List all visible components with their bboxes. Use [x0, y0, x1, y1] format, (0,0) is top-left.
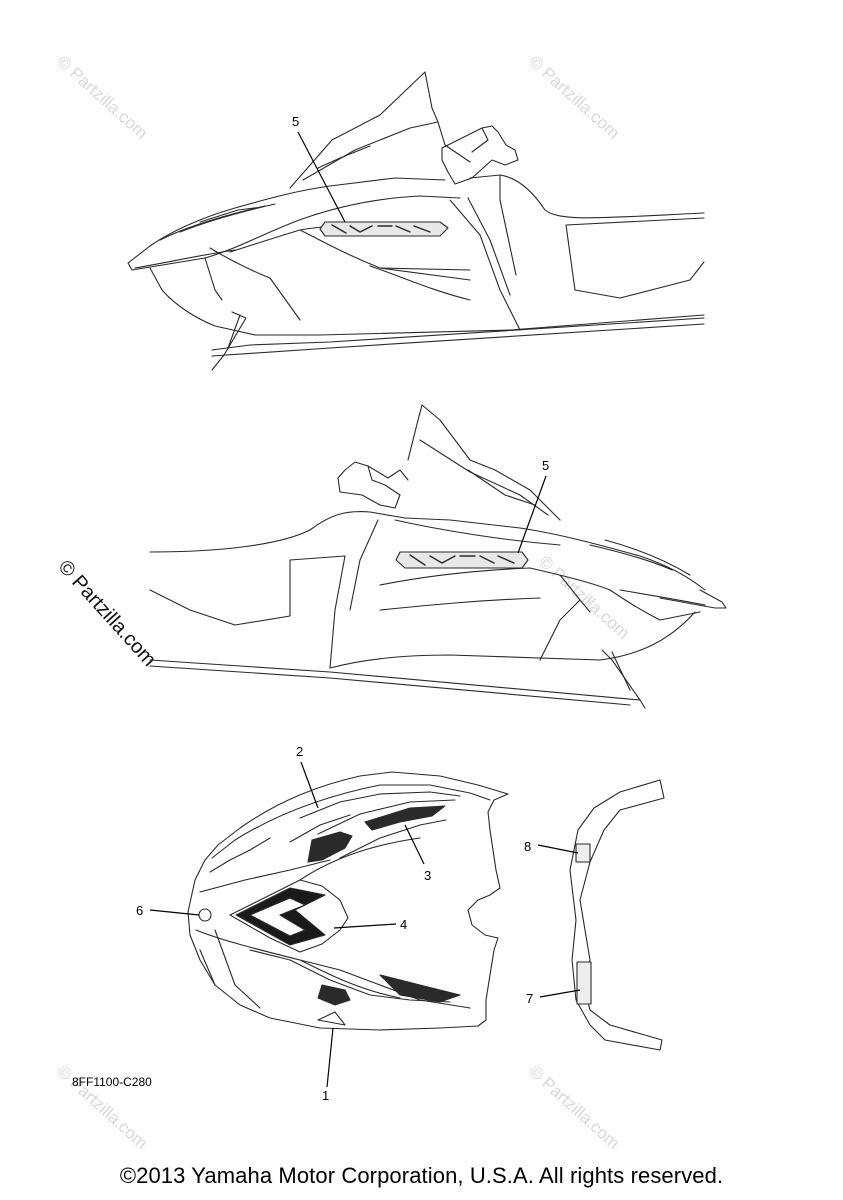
venture-decal-left — [319, 221, 449, 237]
callouts: 5 5 2 3 4 6 1 8 7 — [136, 114, 581, 1103]
callout-3: 3 — [424, 868, 431, 883]
label-part-7 — [576, 961, 592, 1005]
label-part-8 — [575, 843, 591, 863]
drawing-code: 8FF1100-C280 — [72, 1075, 152, 1089]
callout-4: 4 — [400, 917, 407, 932]
callout-1: 1 — [322, 1088, 329, 1103]
hood-emblem — [198, 908, 212, 922]
callout-8: 8 — [524, 839, 531, 854]
callout-2: 2 — [296, 744, 303, 759]
venture-decal-right — [395, 551, 529, 569]
snowmobile-right-view — [149, 404, 727, 709]
callout-5-top: 5 — [292, 114, 299, 129]
callout-6: 6 — [136, 903, 143, 918]
hood-top-view — [187, 771, 509, 1031]
copyright-footer: ©2013 Yamaha Motor Corporation, U.S.A. A… — [119, 1163, 724, 1188]
snowmobile-left-view — [127, 71, 705, 371]
side-panel-profile — [569, 779, 665, 1051]
callout-5-middle: 5 — [542, 458, 549, 473]
callout-7: 7 — [526, 991, 533, 1006]
